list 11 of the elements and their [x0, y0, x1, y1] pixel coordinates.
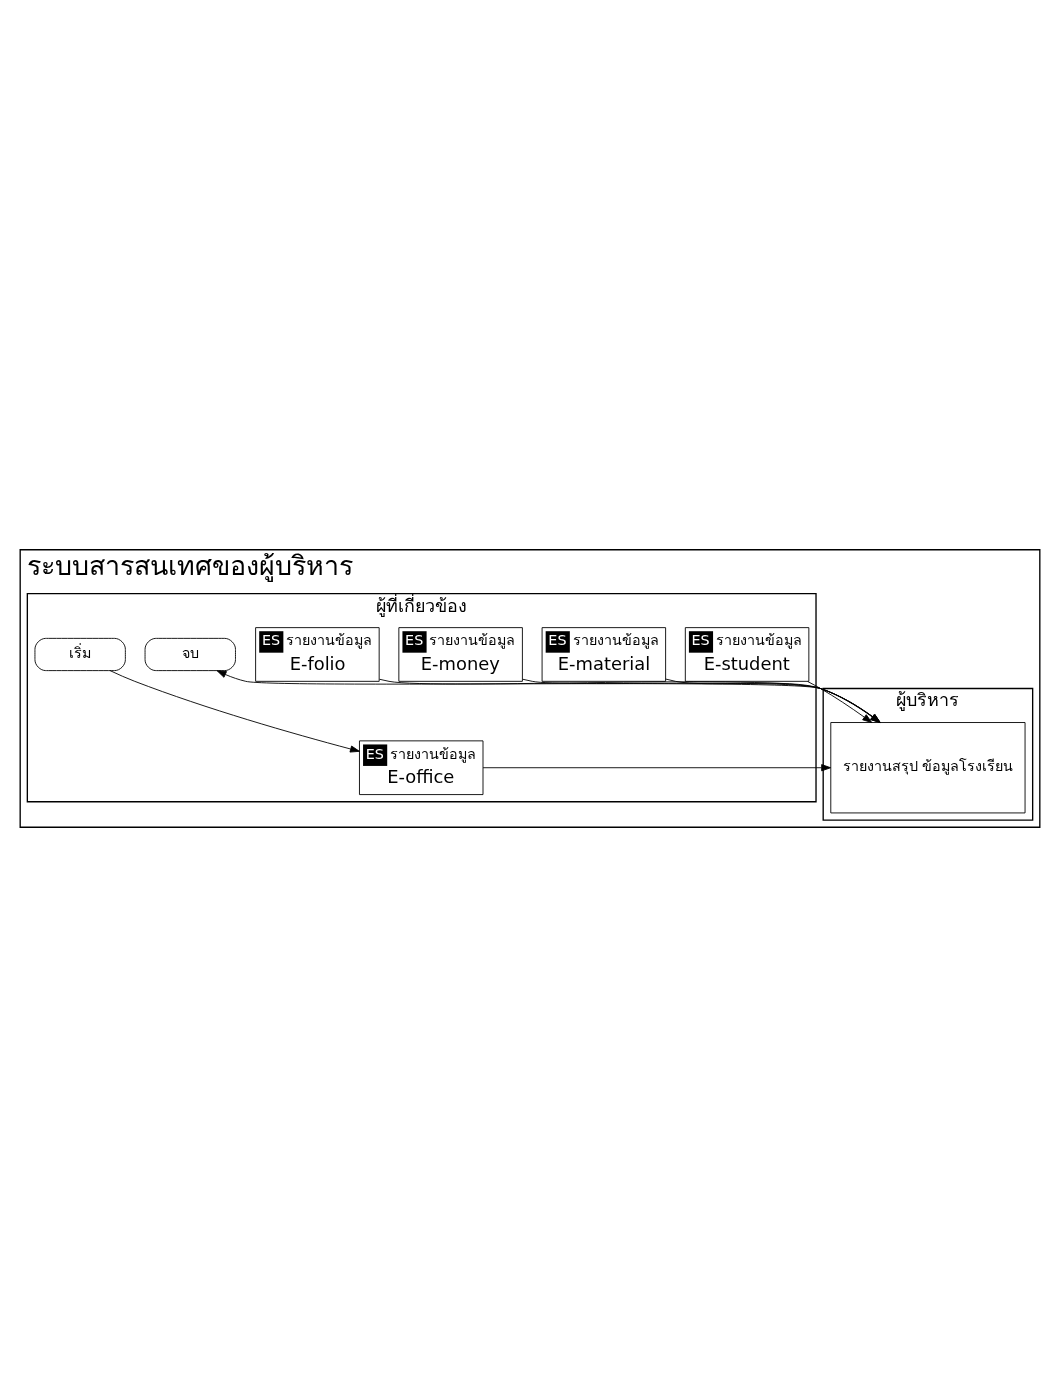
node-box: รายงานสรุป ข้อมูลโรงเรียน: [830, 722, 1026, 814]
arrow: [807, 681, 873, 723]
node-box: ES รายงานข้อมูล E-money: [398, 627, 523, 682]
node-box: ES รายงานข้อมูล E-office: [359, 740, 484, 796]
arrow: [109, 670, 360, 753]
node-box: ES รายงานข้อมูล E-material: [541, 627, 667, 682]
node-box: ES รายงานข้อมูล E-student: [684, 627, 810, 682]
node-box: เริ่ม: [34, 637, 126, 672]
arrow: [482, 764, 832, 772]
node-box: ES รายงานข้อมูล E-folio: [255, 627, 380, 682]
node-box: จบ: [144, 637, 236, 672]
